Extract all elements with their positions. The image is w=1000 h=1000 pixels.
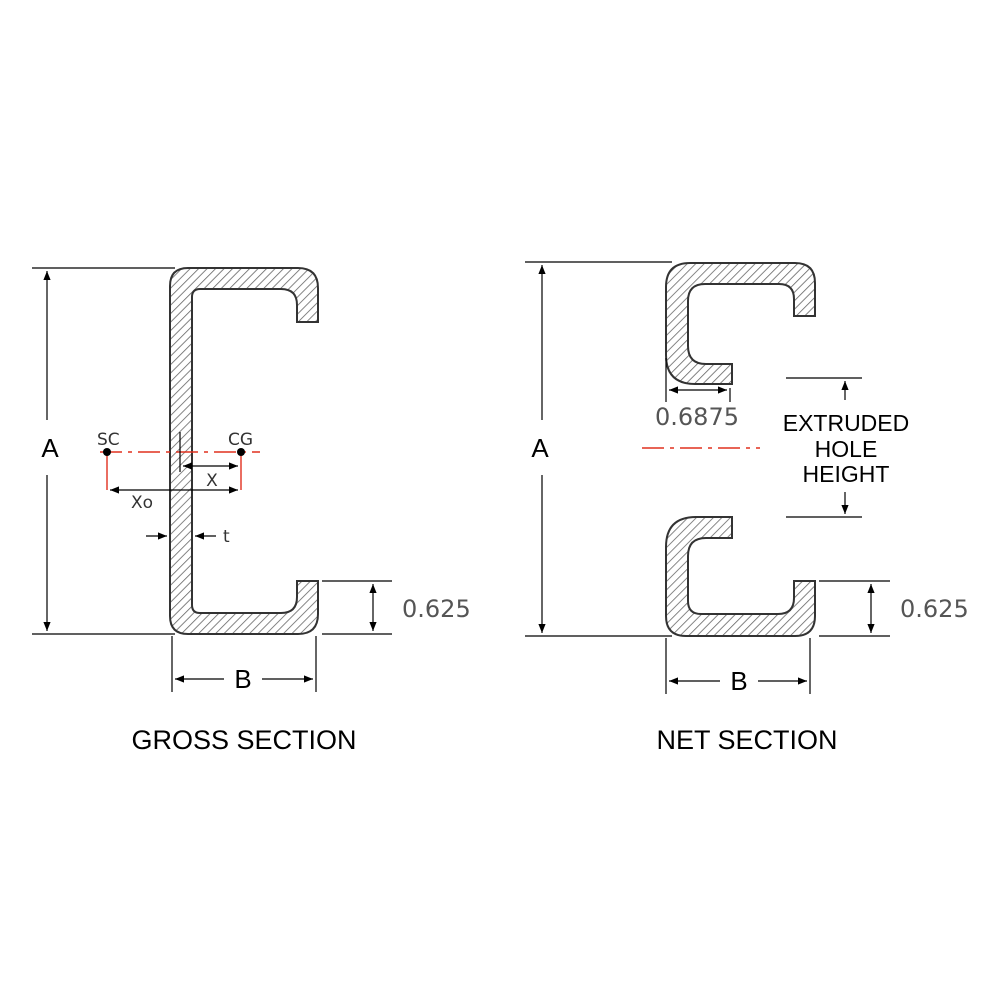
gross-centroid-annotations: SC CG X Xo t bbox=[97, 430, 260, 547]
gross-label-sc: SC bbox=[97, 430, 120, 450]
net-dimension-hole: EXTRUDED HOLE HEIGHT bbox=[783, 377, 910, 518]
net-caption: NET SECTION bbox=[656, 725, 837, 755]
net-label-a: A bbox=[531, 433, 549, 463]
cg-point bbox=[237, 448, 245, 456]
gross-dimension-b: B bbox=[171, 636, 317, 694]
net-upper-profile bbox=[665, 262, 816, 385]
net-label-b: B bbox=[730, 666, 747, 696]
gross-label-xo: Xo bbox=[131, 493, 153, 513]
hole-label-line-3: HEIGHT bbox=[803, 461, 890, 487]
gross-dimension-a: A bbox=[32, 267, 175, 635]
gross-label-x: X bbox=[206, 471, 218, 491]
net-section: A B 0.625 0.6875 bbox=[525, 261, 969, 755]
net-dimension-flange: 0.6875 bbox=[655, 358, 739, 431]
gross-label-lip: 0.625 bbox=[402, 595, 471, 623]
gross-label-b: B bbox=[234, 664, 251, 694]
sc-point bbox=[103, 448, 111, 456]
gross-label-a: A bbox=[41, 433, 59, 463]
gross-label-cg: CG bbox=[228, 430, 253, 450]
net-label-flange: 0.6875 bbox=[655, 403, 739, 431]
hole-label-line-1: EXTRUDED bbox=[783, 410, 910, 436]
gross-channel-profile bbox=[169, 267, 319, 635]
net-label-lip: 0.625 bbox=[900, 595, 969, 623]
gross-dimension-lip: 0.625 bbox=[322, 580, 471, 635]
hole-label-line-2: HOLE bbox=[815, 436, 878, 462]
net-lower-profile bbox=[665, 516, 816, 637]
net-dimension-b: B bbox=[665, 638, 811, 696]
gross-caption: GROSS SECTION bbox=[131, 725, 356, 755]
gross-label-t: t bbox=[223, 527, 230, 547]
net-dimension-lip: 0.625 bbox=[819, 580, 969, 637]
net-dimension-a: A bbox=[525, 261, 672, 637]
gross-section: A B 0.625 SC CG bbox=[32, 267, 471, 755]
